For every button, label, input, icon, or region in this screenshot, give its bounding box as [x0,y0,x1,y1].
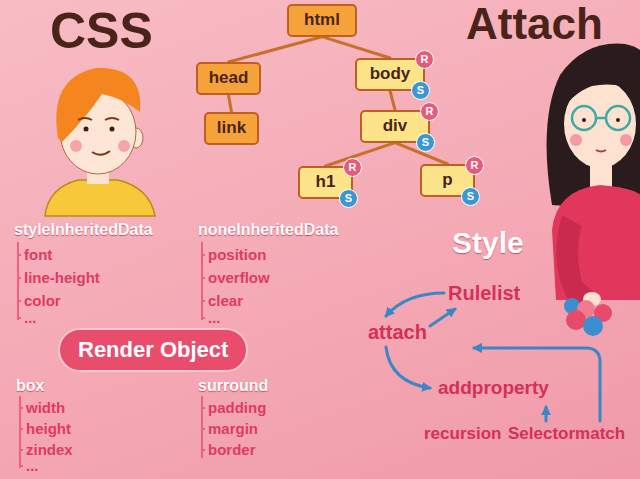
flow-arrow [545,407,548,421]
girl-cheek [620,134,632,146]
node-text: div [372,117,418,136]
property-item: position [208,247,266,262]
node-text: R [466,157,483,173]
boy-hair [56,68,140,142]
girl-glasses [606,106,630,130]
boy-eye [84,127,89,132]
node-text: h1 [310,173,341,192]
property-item: line-height [24,270,100,285]
property-item: ... [208,310,221,325]
property-item: margin [208,421,258,436]
group-heading: noneInheritedData [198,222,338,238]
tree-node-box: link [204,112,259,145]
node-text: body [367,65,413,84]
property-item: overflow [208,270,270,285]
node-text: R [344,159,361,175]
flow-arrow [386,347,430,388]
girl-glasses [572,106,596,130]
property-item: border [208,442,256,457]
girl-mouth [596,150,606,152]
render-object-pill: Render Object [58,328,248,372]
bracket [202,396,205,458]
node-text: S [340,190,357,206]
section-heading: Style [452,228,524,258]
node-text: Render Object [78,338,228,362]
title-heading: CSS [50,6,153,56]
badge-circle: S [416,133,435,152]
flow-step: addproperty [438,378,549,397]
boy-eye [110,127,115,132]
node-text: R [416,51,433,67]
bracket [18,242,21,320]
property-item: clear [208,293,243,308]
girl-eye [616,118,620,122]
boy-cheek [118,140,130,152]
tree-connector [390,91,395,110]
boy-smile [92,151,110,155]
property-item: font [24,247,52,262]
tree-node-box: head [196,62,261,95]
node-text: html [299,11,345,30]
property-item: ... [26,458,39,473]
title-heading: Attach [466,2,603,46]
tree-connector [229,95,232,112]
property-item: ... [24,310,37,325]
property-item: color [24,293,61,308]
ball-piece [583,316,603,336]
node-text: head [208,69,249,88]
flow-step: recursion [424,425,501,442]
badge-circle: S [339,189,358,208]
node-text: S [462,188,479,204]
badge-circle: R [415,50,434,69]
bracket [20,396,23,468]
property-item: width [26,400,65,415]
node-text: S [417,134,434,150]
girl-cheek [570,134,582,146]
girl-glasses-bridge [596,117,606,120]
property-item: zindex [26,442,73,457]
node-text: R [421,103,438,119]
node-text: S [412,82,429,98]
flow-arrow [430,309,455,326]
badge-circle: S [461,187,480,206]
node-text: p [432,171,463,190]
flow-step: attach [368,322,427,342]
boy-cheek [70,140,82,152]
node-text: link [216,119,247,138]
boy-figure [45,68,155,216]
girl-bangs [560,50,640,116]
girl-figure [547,44,640,336]
tree-connector [322,37,390,58]
flow-arrows [386,293,600,421]
property-item: height [26,421,71,436]
flow-step: Rulelist [448,283,520,303]
tree-node-box: html [287,4,357,37]
group-heading: styleInheritedData [14,222,153,238]
flow-step: Selectormatch [508,425,625,442]
bracket [202,242,205,320]
tree-connector [229,37,323,62]
boy-shirt [45,180,155,216]
group-heading: box [16,378,44,394]
flow-arrow [386,293,444,316]
boy-brows [78,118,119,120]
group-heading: surround [198,378,268,394]
badge-circle: S [411,81,430,100]
girl-eye [582,118,586,122]
badge-circle: R [465,156,484,175]
ball-piece [566,310,586,330]
badge-circle: R [343,158,362,177]
badge-circle: R [420,102,439,121]
property-item: padding [208,400,266,415]
